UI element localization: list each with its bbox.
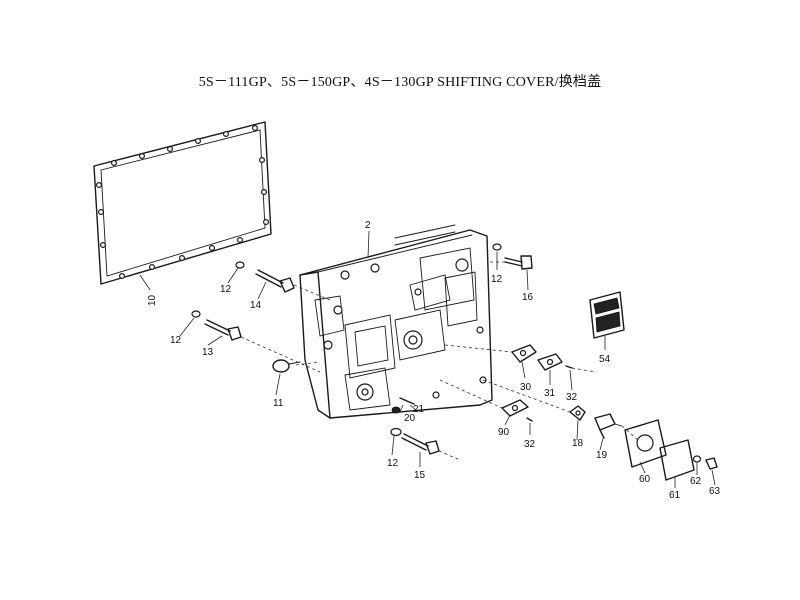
part-90: [501, 399, 529, 417]
callout-18: 18: [572, 438, 584, 449]
callout-12c: 12: [491, 274, 503, 285]
bolt-32a: [565, 365, 573, 369]
washer-62: [692, 455, 702, 463]
callout-14: 14: [250, 300, 262, 311]
callout-13: 13: [202, 347, 214, 358]
callout-labels: 2 10 12 12 12 12 13 14 11 16 54 30 31 32…: [147, 220, 721, 501]
callout-54: 54: [599, 354, 611, 365]
bolt-16: [504, 255, 533, 270]
pin-21: [399, 397, 415, 405]
callout-20: 20: [404, 413, 416, 424]
callout-19: 19: [596, 450, 608, 461]
plug-11: [272, 359, 301, 373]
callout-30: 30: [520, 382, 532, 393]
washer-12c: [492, 243, 502, 251]
callout-62: 62: [690, 476, 702, 487]
gasket-10: [93, 121, 272, 285]
gasket-30: [511, 344, 537, 363]
page-title: 5S－111GP、5S－150GP、4S－130GP SHIFTING COVE…: [198, 75, 602, 90]
leader-lines: [139, 230, 716, 488]
callout-2: 2: [365, 220, 371, 231]
callout-12b: 12: [170, 335, 182, 346]
nameplate-54: [589, 291, 625, 339]
bolt-15: [401, 433, 440, 455]
callout-15: 15: [414, 470, 426, 481]
part-20: [391, 406, 401, 414]
bolt-13: [204, 319, 242, 341]
sensor-19: [594, 413, 623, 439]
plate-61: [659, 439, 695, 481]
bolt-32b: [526, 417, 533, 422]
callout-32b: 32: [524, 439, 536, 450]
bolt-14: [255, 269, 295, 293]
callout-32a: 32: [566, 392, 578, 403]
washer-12a: [235, 261, 245, 269]
bolt-63: [705, 457, 718, 470]
callout-90: 90: [498, 427, 510, 438]
housing-2: [299, 224, 493, 419]
callout-31: 31: [544, 388, 556, 399]
bracket-18: [569, 405, 586, 421]
gasket-60: [624, 419, 667, 468]
callout-63: 63: [709, 486, 721, 497]
callout-16: 16: [522, 292, 534, 303]
callout-12d: 12: [387, 458, 399, 469]
callout-11: 11: [273, 398, 284, 409]
callout-12a: 12: [220, 284, 232, 295]
washer-12b: [191, 310, 201, 318]
callout-61: 61: [669, 490, 681, 501]
callout-60: 60: [639, 474, 651, 485]
washer-12d: [390, 427, 402, 437]
callout-21: 21: [413, 404, 425, 415]
cover-31: [537, 353, 563, 371]
callout-10: 10: [147, 294, 158, 306]
